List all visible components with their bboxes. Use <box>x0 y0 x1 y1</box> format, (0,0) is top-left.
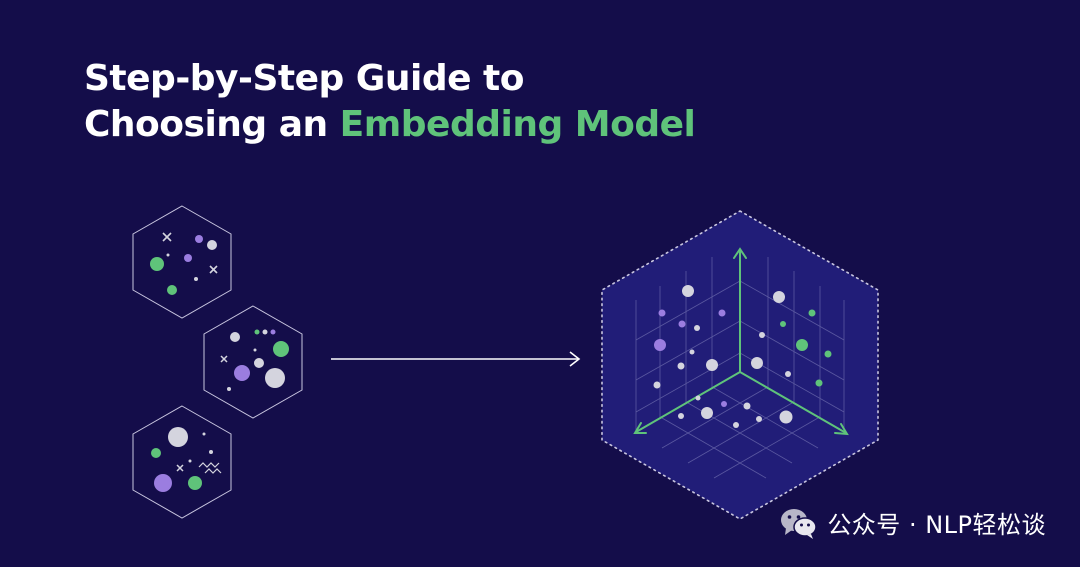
data-hexagon-2 <box>203 305 303 419</box>
data-hexagon-1 <box>132 205 232 319</box>
data-hexagon-3 <box>132 405 232 519</box>
watermark-text: 公众号 · NLP轻松谈 <box>827 511 1046 539</box>
cross-icon <box>162 232 172 242</box>
headline-line-1: Step-by-Step Guide to <box>84 58 524 99</box>
cross-icon <box>176 464 184 472</box>
scatter-points-2 <box>220 329 289 391</box>
embedding-points <box>653 285 832 428</box>
watermark: 公众号 · NLP轻松谈 <box>779 505 1046 540</box>
grid-lines <box>635 257 845 479</box>
scatter-points-3 <box>151 427 222 492</box>
cross-icon <box>209 265 218 274</box>
axes <box>633 247 849 436</box>
headline-line-2-prefix: Choosing an <box>84 104 340 145</box>
zigzag-icon <box>204 468 222 474</box>
wechat-icon <box>781 508 818 539</box>
cross-icon <box>220 355 228 363</box>
headline-line-2: Choosing an Embedding Model <box>84 102 696 148</box>
zigzag-icon <box>198 462 220 468</box>
embedding-space-hexagon <box>601 210 879 520</box>
scatter-points-1 <box>150 232 218 295</box>
arrow-right-icon <box>331 351 581 367</box>
headline: Step-by-Step Guide to Choosing an Embedd… <box>84 56 696 148</box>
headline-accent: Embedding Model <box>339 104 696 145</box>
